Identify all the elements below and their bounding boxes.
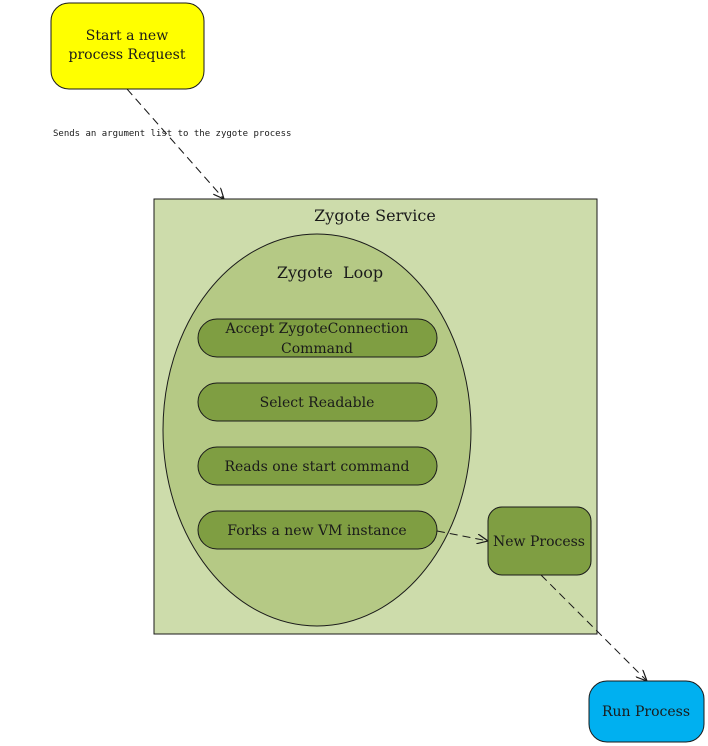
start-request-label-line2: process Request [69, 47, 186, 63]
start-request-node[interactable]: Start a new process Request [50, 2, 205, 90]
step-accept-label-line2: Command [281, 341, 353, 357]
step-accept-connection[interactable]: Accept ZygoteConnection Command [197, 318, 438, 358]
edge-label-argument-list: Sends an argument list to the zygote pro… [53, 129, 291, 139]
run-process-node[interactable]: Run Process [588, 680, 705, 743]
zygote-loop-ellipse[interactable]: Zygote Loop [162, 233, 472, 627]
step-read-label: Reads one start command [224, 459, 409, 475]
arrow-start-to-service [126, 88, 224, 199]
step-fork-label: Forks a new VM instance [227, 523, 406, 539]
start-request-label-line1: Start a new [86, 28, 168, 44]
step-select-label: Select Readable [260, 395, 375, 411]
arrow-new-to-run-process [540, 574, 647, 681]
arrow-fork-to-new-process [436, 530, 488, 541]
run-process-label: Run Process [602, 704, 690, 720]
step-fork-vm[interactable]: Forks a new VM instance [197, 510, 438, 550]
step-select-readable[interactable]: Select Readable [197, 382, 438, 422]
zygote-loop-title: Zygote Loop [277, 263, 383, 282]
new-process-node[interactable]: New Process [487, 506, 592, 576]
step-read-start-command[interactable]: Reads one start command [197, 446, 438, 486]
step-accept-label-line1: Accept ZygoteConnection [225, 321, 409, 337]
new-process-label: New Process [493, 534, 585, 550]
zygote-service-title: Zygote Service [314, 206, 436, 225]
